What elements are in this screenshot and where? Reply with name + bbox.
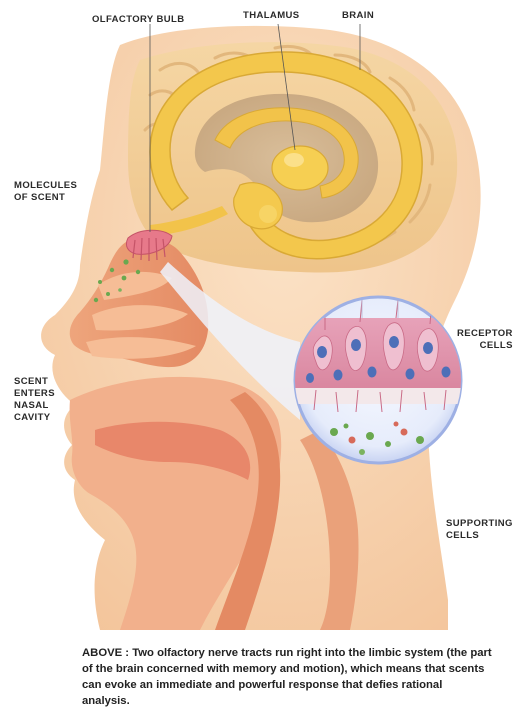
thalamus-shape [272, 146, 328, 190]
thalamus-label: THALAMUS [243, 10, 300, 22]
supporting-cells-label: SUPPORTING CELLS [446, 518, 513, 542]
figure-caption: ABOVE : Two olfactory nerve tracts run r… [82, 645, 492, 709]
amygdala-shape [259, 205, 277, 223]
thalamus-highlight [284, 153, 304, 167]
scent-enters-nasal-cavity-label: SCENT ENTERS NASAL CAVITY [14, 376, 55, 424]
receptor-cells-label: RECEPTOR CELLS [457, 328, 513, 352]
molecules-of-scent-label: MOLECULES OF SCENT [14, 180, 77, 204]
brain-label: BRAIN [342, 10, 374, 22]
olfactory-bulb-label: OLFACTORY BULB [92, 14, 185, 26]
